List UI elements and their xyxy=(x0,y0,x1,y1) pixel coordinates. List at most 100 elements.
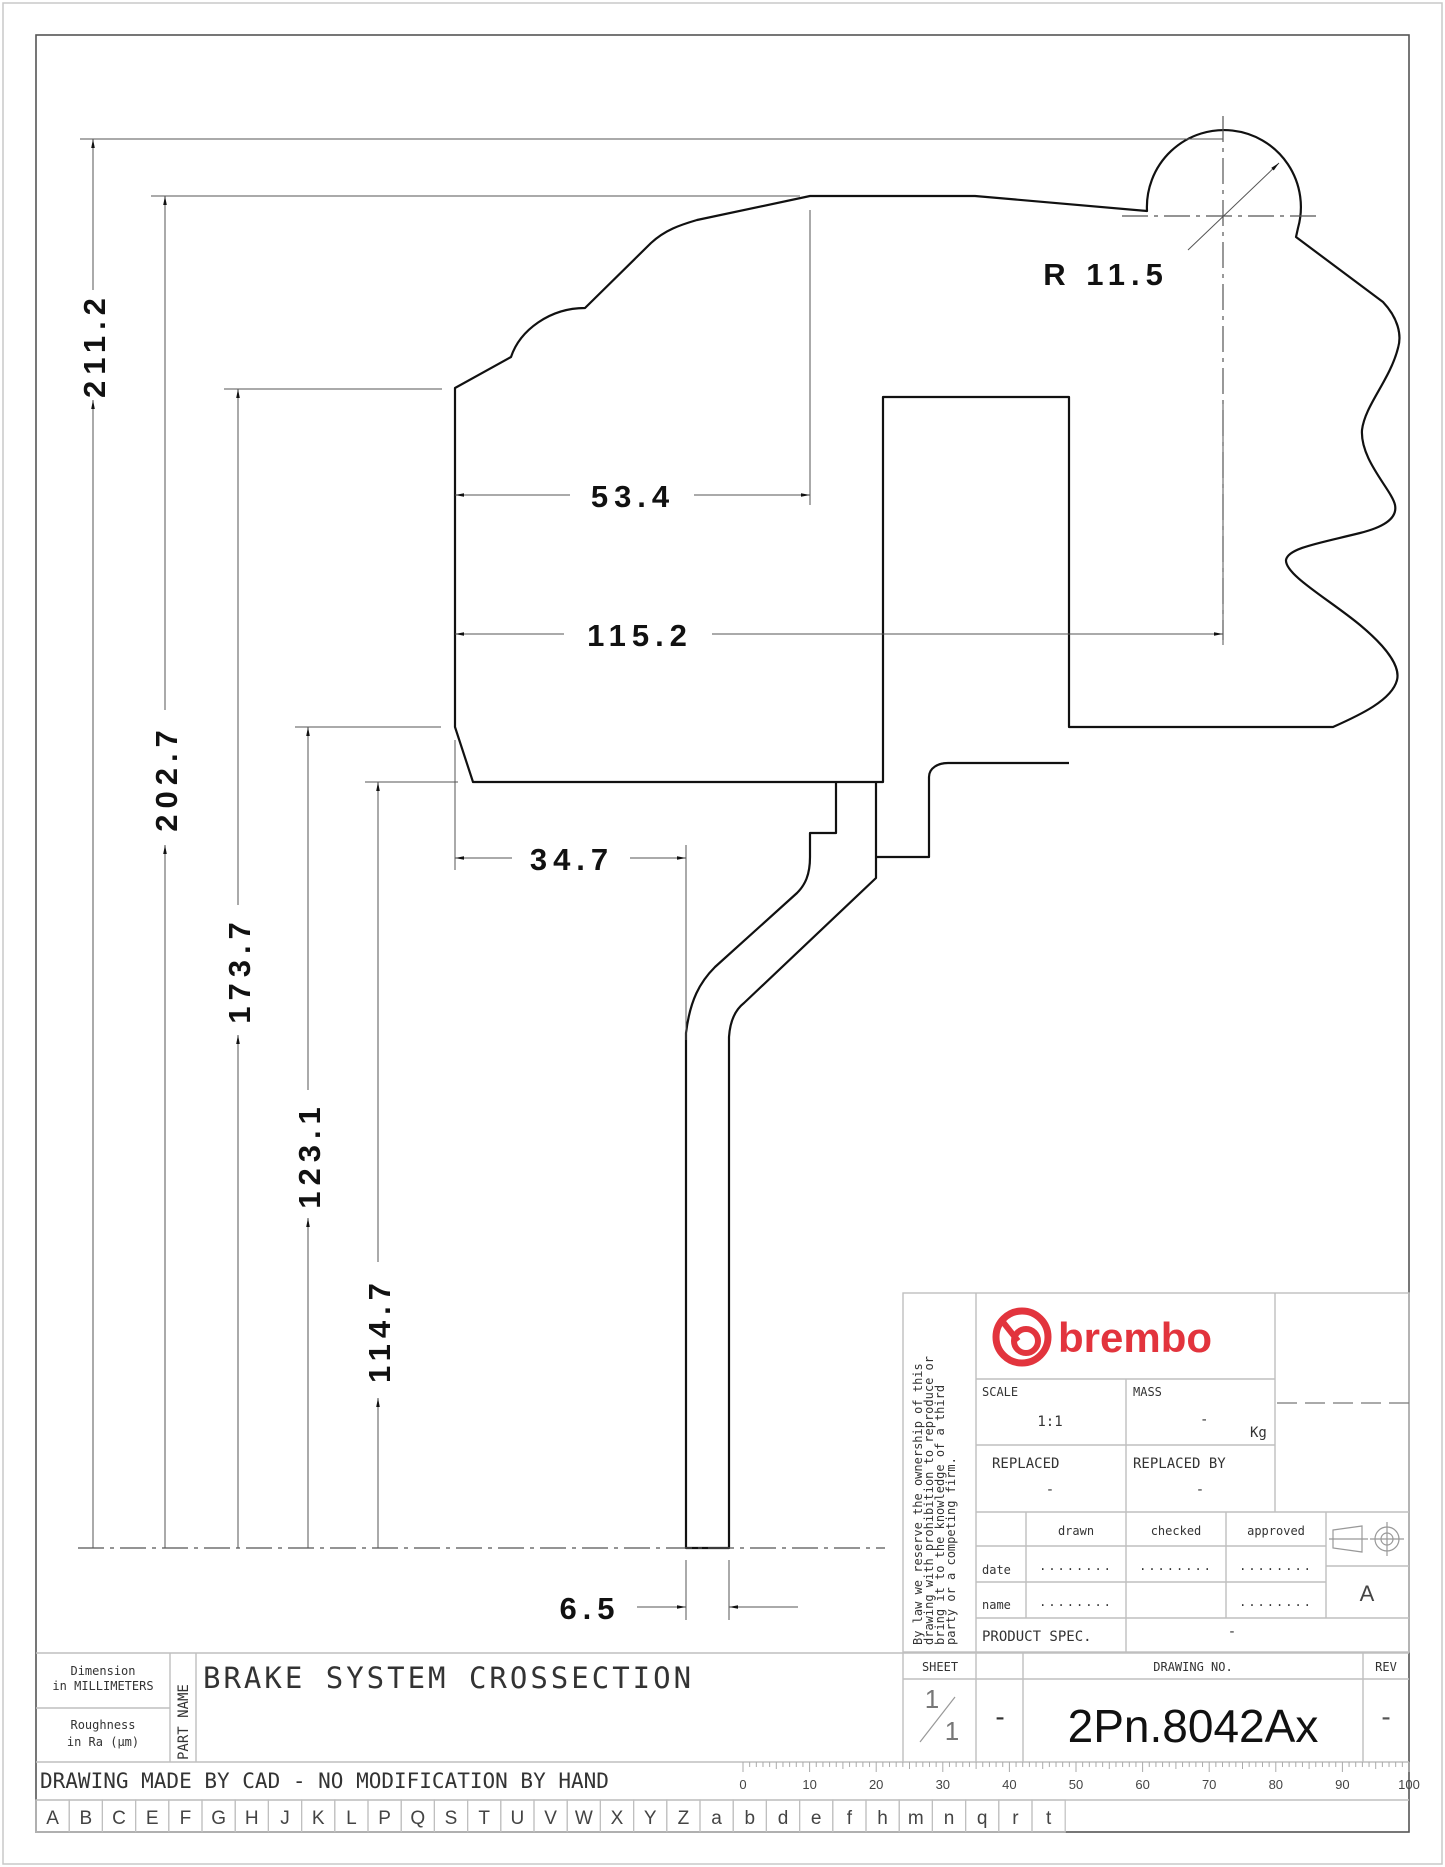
ruler-label: 10 xyxy=(802,1777,816,1792)
svg-text:checked: checked xyxy=(1151,1524,1202,1538)
ruler-label: 90 xyxy=(1335,1777,1349,1792)
reference-letter: W xyxy=(575,1808,593,1829)
svg-text:Roughness: Roughness xyxy=(70,1718,135,1732)
reference-letter: m xyxy=(908,1808,924,1829)
ruler-label: 100 xyxy=(1398,1777,1420,1792)
dim-211-2: 211.2 xyxy=(77,292,112,398)
reference-letter: q xyxy=(977,1808,988,1829)
dim-173-7: 173.7 xyxy=(222,916,257,1024)
reference-letter: n xyxy=(944,1808,955,1829)
reference-letter: S xyxy=(445,1808,458,1829)
svg-text:PART NAME: PART NAME xyxy=(176,1684,192,1760)
svg-text:........: ........ xyxy=(1239,1595,1313,1609)
dim-34-7: 34.7 xyxy=(530,842,614,877)
reference-letter: r xyxy=(1012,1808,1019,1829)
reference-letter: e xyxy=(811,1808,822,1829)
svg-text:REPLACED BY: REPLACED BY xyxy=(1133,1456,1226,1472)
scale-value: 1:1 xyxy=(1037,1414,1062,1430)
disc-hat-inner xyxy=(684,782,878,1550)
drawing-number: 2Pn.8042Ax xyxy=(1068,1700,1319,1752)
reference-letter: P xyxy=(378,1808,391,1829)
ruler-label: 30 xyxy=(936,1777,950,1792)
reference-letter: t xyxy=(1046,1808,1052,1829)
dimensions: 211.2 202.7 173.7 123.1 114.7 53.4 115.2… xyxy=(77,138,1280,1626)
svg-text:name: name xyxy=(982,1598,1011,1612)
svg-text:SHEET: SHEET xyxy=(922,1660,958,1674)
rev-value: - xyxy=(1381,1701,1390,1732)
reference-letter: h xyxy=(877,1808,888,1829)
svg-text:........: ........ xyxy=(1239,1559,1313,1573)
part-name: BRAKE SYSTEM CROSSECTION xyxy=(203,1661,694,1695)
ruler-label: 40 xyxy=(1002,1777,1016,1792)
reference-letter: C xyxy=(112,1808,126,1829)
reference-letter: A xyxy=(46,1808,59,1829)
svg-text:in Ra (µm): in Ra (µm) xyxy=(67,1735,139,1749)
reference-letter: B xyxy=(79,1808,92,1829)
svg-text:MASS: MASS xyxy=(1133,1385,1162,1399)
reference-letter: K xyxy=(312,1808,325,1829)
brembo-wordmark: brembo xyxy=(1058,1314,1212,1361)
svg-text:REV: REV xyxy=(1375,1660,1397,1674)
dim-radius-11-5: R 11.5 xyxy=(1043,257,1169,292)
reference-letter: T xyxy=(478,1808,490,1829)
cad-notice: DRAWING MADE BY CAD - NO MODIFICATION BY… xyxy=(40,1769,609,1793)
reference-letter: V xyxy=(544,1808,557,1829)
reference-letter: f xyxy=(847,1808,853,1829)
replaced-by-value: - xyxy=(1196,1482,1204,1498)
svg-text:approved: approved xyxy=(1247,1524,1305,1538)
reference-letter: X xyxy=(611,1808,624,1829)
first-angle-projection-icon xyxy=(1329,1522,1404,1556)
reference-letter: Q xyxy=(410,1808,425,1829)
size-letter: A xyxy=(1360,1581,1375,1606)
dim-114-7: 114.7 xyxy=(362,1277,397,1383)
dim-202-7: 202.7 xyxy=(149,724,184,832)
dim-115-2: 115.2 xyxy=(587,618,693,653)
reference-letter: F xyxy=(180,1808,192,1829)
reference-letter: Y xyxy=(644,1808,657,1829)
ruler-label: 60 xyxy=(1135,1777,1149,1792)
dim-6-5: 6.5 xyxy=(559,1591,620,1626)
step-line xyxy=(876,761,1069,859)
svg-text:PRODUCT SPEC.: PRODUCT SPEC. xyxy=(982,1629,1092,1645)
ruler-label: 0 xyxy=(739,1777,746,1792)
reference-letter: Z xyxy=(678,1808,690,1829)
reference-letter: b xyxy=(745,1808,756,1829)
svg-text:........: ........ xyxy=(1039,1559,1113,1573)
svg-text:DRAWING NO.: DRAWING NO. xyxy=(1153,1660,1232,1674)
svg-text:........: ........ xyxy=(1139,1559,1213,1573)
brembo-logo: brembo xyxy=(992,1307,1212,1367)
ruler-label: 80 xyxy=(1269,1777,1283,1792)
disclaimer: By law we reserve the ownership of this … xyxy=(911,1356,958,1645)
ruler-label: 70 xyxy=(1202,1777,1216,1792)
svg-text:drawing with prohibition to re: drawing with prohibition to reproduce or xyxy=(922,1356,936,1645)
part-outline xyxy=(453,128,1401,1550)
reference-letter: d xyxy=(778,1808,789,1829)
svg-text:in MILLIMETERS: in MILLIMETERS xyxy=(52,1679,153,1693)
product-spec-value: - xyxy=(1228,1624,1236,1640)
sheet-number: 1 1 xyxy=(919,1684,959,1746)
title-block: By law we reserve the ownership of this … xyxy=(902,1292,1410,1653)
svg-text:1: 1 xyxy=(945,1716,959,1746)
svg-text:SCALE: SCALE xyxy=(982,1385,1018,1399)
reference-letter: J xyxy=(280,1808,290,1829)
svg-text:party or a competing firm.: party or a competing firm. xyxy=(944,1457,958,1645)
svg-text:Dimension: Dimension xyxy=(70,1664,135,1678)
bottom-strip: Dimension in MILLIMETERS Roughness in Ra… xyxy=(35,1652,1420,1833)
reference-letter: H xyxy=(245,1808,259,1829)
svg-text:........: ........ xyxy=(1039,1595,1113,1609)
svg-text:drawn: drawn xyxy=(1058,1524,1094,1538)
svg-text:bring it to the knowledge of a: bring it to the knowledge of a third xyxy=(933,1385,947,1645)
ruler-label: 20 xyxy=(869,1777,883,1792)
svg-text:1: 1 xyxy=(925,1684,939,1714)
svg-text:-: - xyxy=(995,1701,1004,1732)
reference-letter: L xyxy=(346,1808,357,1829)
dim-123-1: 123.1 xyxy=(292,1101,327,1209)
svg-text:date: date xyxy=(982,1563,1011,1577)
svg-text:By law we reserve the ownershi: By law we reserve the ownership of this xyxy=(911,1363,925,1645)
reference-letter: a xyxy=(711,1808,722,1829)
mass-unit: Kg xyxy=(1250,1425,1267,1441)
